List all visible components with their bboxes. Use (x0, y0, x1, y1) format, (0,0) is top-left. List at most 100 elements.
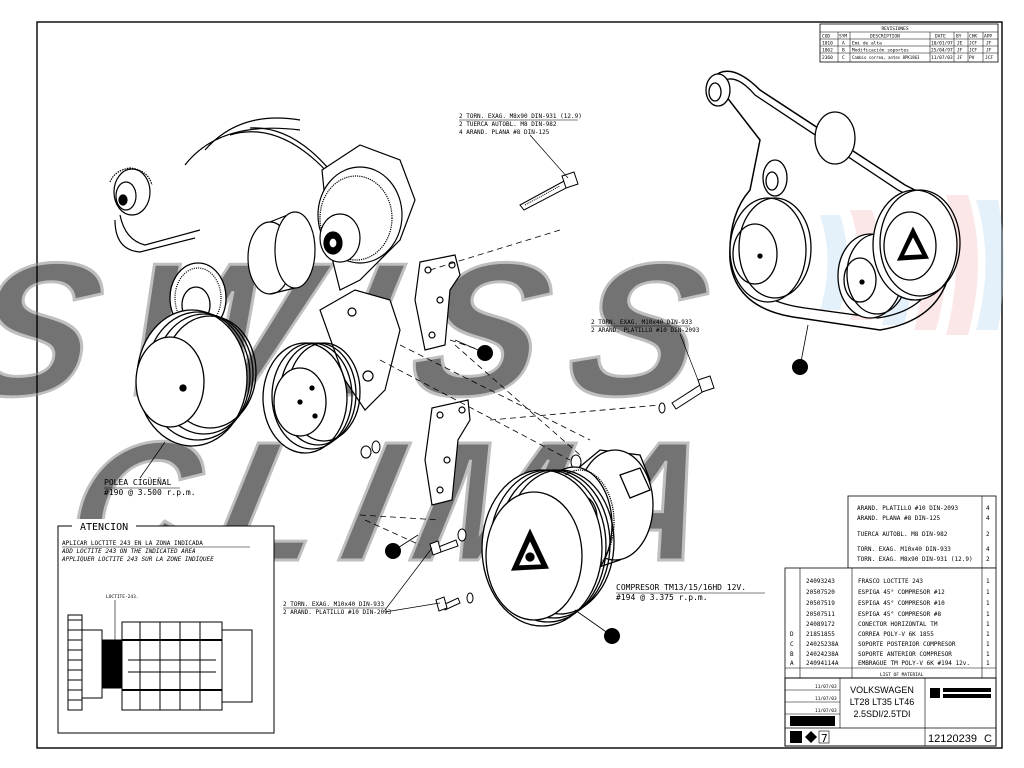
revision-row: 1062 B Modificación soportes 25/04/97 JF… (822, 47, 992, 54)
svg-text:ESPIGA 45° COMPRESOR #12: ESPIGA 45° COMPRESOR #12 (858, 589, 945, 596)
svg-text:1: 1 (986, 600, 990, 607)
svg-text:#190 @ 3.500 r.p.m.: #190 @ 3.500 r.p.m. (104, 488, 196, 497)
rev-col-desc: DESCRIPTION (870, 34, 900, 40)
svg-text:1010: 1010 (822, 41, 833, 47)
svg-text:ARAND. PLANA #8 DIN-125: ARAND. PLANA #8 DIN-125 (857, 515, 940, 522)
svg-text:JF: JF (986, 41, 992, 47)
svg-text:CONECTOR HORIZONTAL TM: CONECTOR HORIZONTAL TM (858, 621, 938, 628)
svg-text:4: 4 (986, 505, 990, 512)
svg-text:APPLIQUER LOCTITE 243 SUR LA Z: APPLIQUER LOCTITE 243 SUR LA ZONE INDIQU… (61, 556, 214, 563)
svg-text:TUERCA AUTOBL. M8 DIN-982: TUERCA AUTOBL. M8 DIN-982 (857, 531, 948, 538)
svg-text:2360: 2360 (822, 55, 833, 61)
note-bolts-mid: 2 TORN. EXAG. M10x40 DIN-933 2 ARAND. PL… (591, 319, 700, 381)
belt-routing-diagram (705, 70, 961, 331)
svg-text:2 TORN. EXAG. M10x40 DIN-933: 2 TORN. EXAG. M10x40 DIN-933 (283, 601, 385, 608)
svg-text:A: A (790, 660, 794, 667)
svg-text:2 ARAND. PLATILLO #10 DIN-2093: 2 ARAND. PLATILLO #10 DIN-2093 (591, 327, 700, 334)
svg-text:1: 1 (986, 641, 990, 648)
svg-text:Modificación soportes: Modificación soportes (852, 47, 909, 54)
projection-symbol (790, 730, 830, 744)
revision-table: REVISIONES COD SYM DESCRIPTION DATE BY C… (819, 23, 999, 63)
rev-col-cod: COD (822, 34, 830, 40)
rev-col-by: BY (956, 34, 962, 40)
sheet-border (36, 21, 1003, 749)
bolt-m8x90 (519, 171, 579, 211)
svg-text:B: B (842, 48, 845, 54)
svg-text:2 TUERCA AUTOBL. M8 DIN-982: 2 TUERCA AUTOBL. M8 DIN-982 (459, 121, 557, 128)
parts-row: 20507511 ESPIGA 45° COMPRESOR #8 1 (806, 611, 990, 618)
svg-text:2 TORN. EXAG. M10x40 DIN-933: 2 TORN. EXAG. M10x40 DIN-933 (591, 319, 693, 326)
engine-outline (184, 117, 346, 191)
svg-text:COMPRESOR TM13/15/16HD 12V.: COMPRESOR TM13/15/16HD 12V. (616, 583, 746, 592)
svg-text:#194 @ 3.375 r.p.m.: #194 @ 3.375 r.p.m. (616, 593, 708, 602)
compressor (481, 449, 654, 627)
svg-text:JF: JF (957, 55, 963, 61)
svg-text:POLEA CIGÜEÑAL: POLEA CIGÜEÑAL (104, 477, 172, 487)
parts-row: TORN. EXAG. M10x40 DIN-933 4 (857, 546, 990, 553)
svg-text:ADD LOCTITE 243 ON THE INDICAT: ADD LOCTITE 243 ON THE INDICATED AREA (61, 548, 196, 555)
svg-text:1: 1 (986, 621, 990, 628)
svg-text:C: C (790, 641, 794, 648)
svg-text:ARAND. PLATILLO #10 DIN-2093: ARAND. PLATILLO #10 DIN-2093 (857, 505, 959, 512)
svg-text:24094114A: 24094114A (806, 660, 839, 667)
svg-text:2 ARAND. PLATILLO #10 DIN-2093: 2 ARAND. PLATILLO #10 DIN-2093 (283, 609, 392, 616)
svg-text:B: B (790, 651, 794, 658)
bolt-m10x40-lower (429, 528, 474, 612)
rev-col-chk: CHK (969, 34, 977, 40)
svg-text:1: 1 (986, 578, 990, 585)
idler-roller (247, 211, 316, 295)
svg-text:JCF: JCF (969, 48, 977, 54)
svg-text:1: 1 (986, 631, 990, 638)
svg-text:CORREA POLY-V 6K 1855: CORREA POLY-V 6K 1855 (858, 631, 934, 638)
svg-text:24024238A: 24024238A (806, 651, 839, 658)
compressor-bracket-lower (424, 399, 471, 506)
attention-title: ATENCION (80, 522, 128, 533)
bolt-m10x40-upper (658, 375, 715, 414)
title-date: 11/07/03 (815, 684, 837, 690)
svg-text:20507511: 20507511 (806, 611, 835, 618)
rev-col-sym: SYM (839, 34, 847, 40)
svg-text:4 ARAND. PLANA #8 DIN-125: 4 ARAND. PLANA #8 DIN-125 (459, 129, 550, 136)
svg-text:24093243: 24093243 (806, 578, 835, 585)
loctite-callout: LOCTITE-243. (106, 594, 139, 600)
svg-text:PV: PV (969, 55, 975, 61)
note-bolts-top: 2 TORN. EXAG. M8x90 DIN-931 (12.9) 2 TUE… (459, 113, 582, 179)
svg-text:A: A (842, 41, 845, 47)
svg-text:TORN. EXAG. M10x40 DIN-933: TORN. EXAG. M10x40 DIN-933 (857, 546, 951, 553)
compressor-section-view (67, 614, 253, 711)
vehicle-models: LT28 LT35 LT46 (850, 697, 915, 707)
svg-text:24089172: 24089172 (806, 621, 835, 628)
parts-row: 24093243 FRASCO LOCTITE 243 1 (806, 578, 990, 585)
title-date: 11/07/03 (815, 708, 837, 714)
svg-text:Emi de alta: Emi de alta (852, 41, 882, 47)
water-pump-pulley (262, 342, 361, 454)
svg-text:4: 4 (986, 546, 990, 553)
svg-text:D: D (790, 631, 794, 638)
svg-text:ESPIGA 45° COMPRESOR #10: ESPIGA 45° COMPRESOR #10 (858, 600, 945, 607)
revision-row: 1010 A Emi de alta 10/01/97 JE JCF JF (822, 41, 992, 47)
note-crankshaft: POLEA CIGÜEÑAL #190 @ 3.500 r.p.m. (104, 441, 196, 497)
svg-text:25/04/97: 25/04/97 (931, 48, 953, 54)
rev-col-app: APP (984, 34, 992, 40)
svg-text:JF: JF (957, 48, 963, 54)
title-date: 11/07/03 (815, 696, 837, 702)
svg-text:FRASCO LOCTITE 243: FRASCO LOCTITE 243 (858, 578, 923, 585)
vehicle-name: VOLKSWAGEN (850, 685, 914, 695)
svg-text:1: 1 (986, 611, 990, 618)
drawing-number: 12120239 (928, 733, 977, 745)
svg-text:C: C (842, 55, 845, 61)
parts-row: ARAND. PLATILLO #10 DIN-2093 4 (857, 505, 990, 512)
svg-text:1062: 1062 (822, 48, 833, 54)
svg-text:ESPIGA 45° COMPRESOR #8: ESPIGA 45° COMPRESOR #8 (858, 611, 941, 618)
svg-text:APLICAR LOCTITE 243 EN LA ZONA: APLICAR LOCTITE 243 EN LA ZONA INDICADA (62, 540, 203, 547)
crank-hub-hole (179, 384, 187, 392)
vehicle-engines: 2.5SDI/2.5TDI (853, 709, 910, 719)
svg-text:SOPORTE ANTERIOR COMPRESOR: SOPORTE ANTERIOR COMPRESOR (858, 651, 952, 658)
